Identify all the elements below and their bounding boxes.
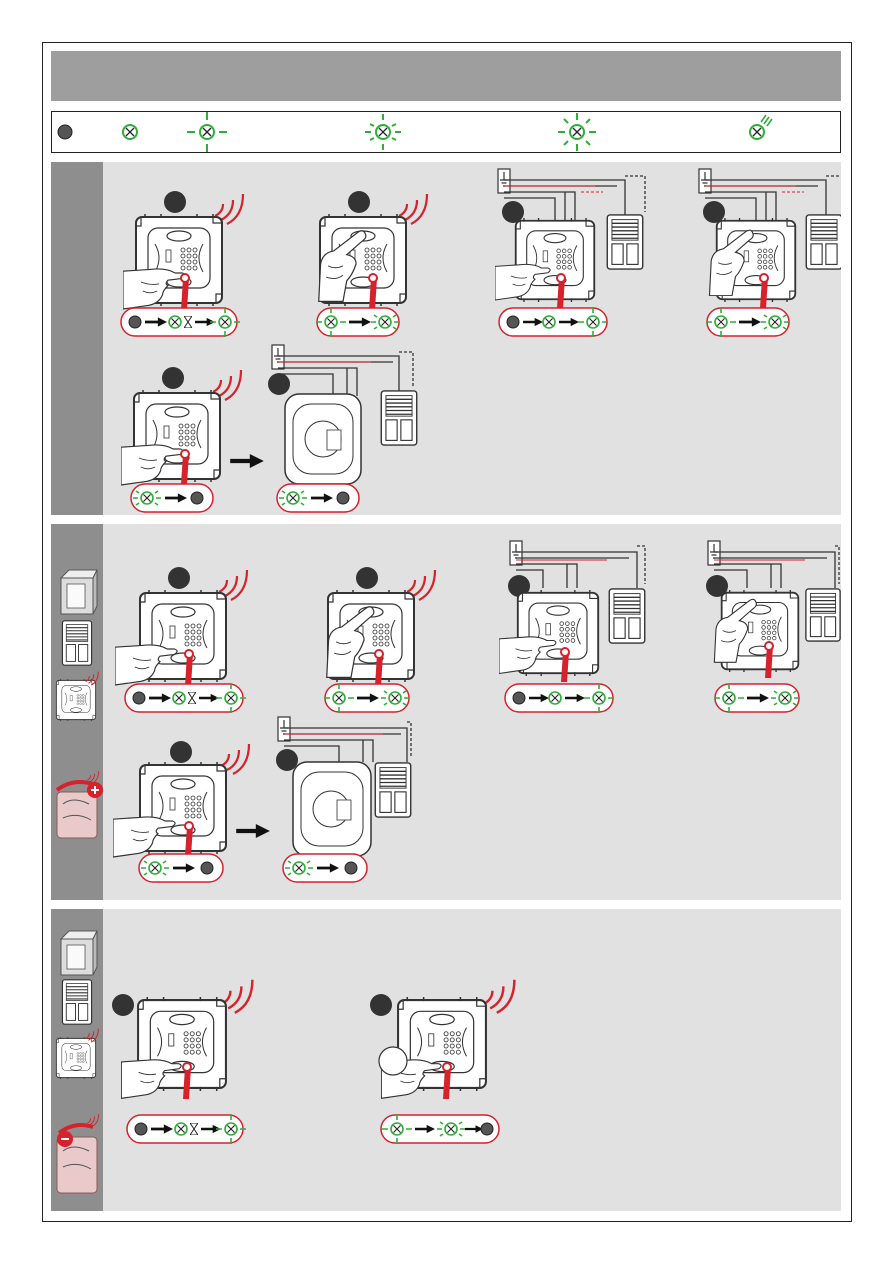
led-slow-blink-icon: [187, 112, 227, 152]
led-on-icon: [123, 125, 137, 139]
step-f: [276, 717, 411, 856]
step-2: [370, 980, 514, 1099]
led-sequence: [505, 683, 614, 713]
step-a: [123, 191, 243, 310]
shutter-icon: [62, 980, 91, 1024]
switch-icon: [56, 1029, 98, 1079]
step-b: [319, 191, 427, 310]
step-e: [113, 741, 249, 857]
led-sequence: [714, 683, 799, 713]
switch-icon: [56, 672, 98, 721]
next-arrow: [236, 824, 270, 838]
led-off-icon: [58, 125, 72, 139]
section-2-graphic: [51, 524, 841, 900]
led-fast-blink-icon: [365, 114, 401, 150]
led-very-fast-blink-icon: [558, 113, 596, 151]
led-sequence: [324, 683, 409, 713]
step-d: [699, 169, 841, 308]
led-sequence: [277, 484, 359, 512]
step-c: [495, 169, 645, 308]
next-arrow: [230, 454, 264, 468]
section-procedure-2: [51, 524, 841, 900]
remove-icon: [57, 1114, 99, 1193]
shutter-icon: [62, 621, 91, 665]
led-sequence: [121, 307, 240, 337]
led-sequence: [283, 854, 367, 882]
led-sequence: [316, 307, 399, 337]
step-d: [706, 541, 840, 678]
led-sequence: [127, 1114, 246, 1144]
section-1-graphic: [51, 162, 841, 515]
step-e: [121, 367, 241, 485]
add-icon: [57, 771, 103, 838]
led-sequence: [139, 854, 223, 882]
step-c: [499, 541, 645, 682]
step-f: [268, 345, 417, 484]
step-b: [327, 567, 435, 686]
module-icon: [61, 570, 97, 614]
header-bar: [51, 51, 841, 101]
section-procedure-1: [51, 162, 841, 515]
led-sequence: [499, 307, 608, 337]
led-sequence: [706, 307, 789, 337]
led-flash-icon: [750, 115, 772, 139]
led-sequence: [125, 683, 246, 713]
led-legend: [51, 111, 841, 153]
led-sequence: [381, 1114, 499, 1144]
section-3-graphic: [51, 909, 841, 1211]
section-procedure-3: [51, 909, 841, 1211]
legend-graphic: [52, 112, 842, 154]
step-1: [112, 980, 252, 1099]
led-sequence: [131, 484, 213, 512]
step-a: [115, 567, 247, 686]
module-icon: [61, 931, 97, 975]
